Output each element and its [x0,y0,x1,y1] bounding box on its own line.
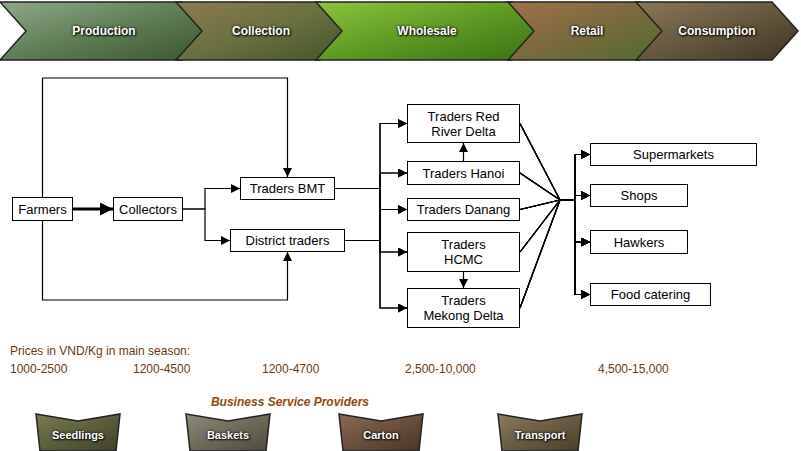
badge-outline [498,414,582,451]
flow-arrow [345,241,407,253]
price-range-holder: 2,500-10,000 [405,359,476,377]
price-range-holder: 1200-4700 [262,359,319,377]
flow-arrow [345,241,407,309]
flow-arrow [335,189,407,210]
flow-arrow [520,155,590,201]
node-label: District traders [246,233,330,248]
price-range: 1200-4500 [133,362,190,376]
flow-arrow [345,124,407,241]
node-label: Food catering [611,287,691,302]
flow-arrow [520,155,590,309]
price-range-holder: 1200-4500 [133,359,190,377]
flow-arrow [183,209,230,241]
node-label: Traders Mekong Delta [421,293,506,323]
flow-arrow [520,200,590,252]
flow-arrow [335,173,407,189]
node-label: Carton [363,429,398,441]
node-label: Traders HCMC [421,237,506,267]
actor-box: District traders [230,229,345,252]
service-badge: Transport [497,413,583,451]
price-range: 2,500-10,000 [405,362,476,376]
price-range-holder: 1000-2500 [10,359,67,377]
price-range: 1200-4700 [262,362,319,376]
flow-arrow [520,196,590,253]
wholesaler-box: Traders Red River Delta [407,104,520,143]
service-badge: Seedlings [35,413,121,451]
node-label: Retail [571,24,604,38]
actor-box: Collectors [113,197,183,221]
flow-arrow [335,189,407,309]
wholesaler-box: Traders Hanoi [407,161,520,185]
flow-arrow [183,189,240,210]
price-heading: Prices in VND/Kg in main season: [10,344,190,358]
node-label: Traders BMT [250,181,325,196]
flow-arrow [463,272,464,288]
retailer-box: Food catering [590,283,711,306]
wholesaler-box: Traders HCMC [407,232,520,272]
badge-outline [339,414,423,451]
service-badge: Carton [338,413,424,451]
flow-arrow [520,124,590,243]
chevron-outline [0,2,208,60]
node-label: Collectors [119,202,177,217]
actor-box: Traders BMT [240,177,335,200]
flow-arrow [345,173,407,241]
node-label: Traders Red River Delta [421,109,506,139]
retailer-box: Shops [590,184,688,207]
flow-arrow [345,210,407,241]
retailer-box: Hawkers [590,230,688,254]
badge-outline [36,414,120,451]
flow-arrow [520,124,590,295]
section-heading-holder: Business Service Providers [190,392,390,410]
node-label: Supermarkets [633,147,714,162]
node-label: Shops [621,188,658,203]
flow-arrow [520,200,590,308]
stage-chevron: Wholesale [316,2,538,60]
flow-arrow [335,124,407,189]
node-label: Hawkers [614,235,665,250]
flow-arrow [520,124,590,201]
stage-chevron: Collection [176,2,346,60]
badge-outline [186,414,270,451]
retailer-box: Supermarkets [590,143,757,166]
node-label: Wholesale [397,24,456,38]
price-range: 1000-2500 [10,362,67,376]
stage-chevron: Consumption [636,2,798,60]
flow-arrow [520,124,590,201]
chevron-outline [508,2,666,60]
wholesaler-box: Traders Danang [407,198,520,221]
node-label: Consumption [678,24,755,38]
node-label: Traders Hanoi [423,166,505,181]
stage-chevron: Production [0,2,208,60]
wholesaler-box: Traders Mekong Delta [407,288,520,328]
flow-arrow [73,208,113,211]
node-label: Baskets [207,429,249,441]
price-heading-holder: Prices in VND/Kg in main season: [10,341,190,359]
node-label: Seedlings [52,429,104,441]
price-range-holder: 4,500-15,000 [598,359,669,377]
flow-arrow [335,189,407,253]
chevron-outline [176,2,346,60]
node-label: Collection [232,24,290,38]
node-label: Farmers [18,202,66,217]
node-label: Transport [515,429,566,441]
chevron-outline [636,2,798,60]
actor-box: Farmers [12,197,73,221]
flow-arrow [520,200,590,308]
section-heading: Business Service Providers [211,395,369,409]
flow-arrow [520,173,590,295]
flow-arrow [463,143,464,161]
service-badge: Baskets [185,413,271,451]
flow-arrow [520,196,590,309]
price-range: 4,500-15,000 [598,362,669,376]
node-label: Production [72,24,135,38]
chevron-outline [316,2,538,60]
node-label: Traders Danang [417,202,510,217]
stage-chevron: Retail [508,2,666,60]
